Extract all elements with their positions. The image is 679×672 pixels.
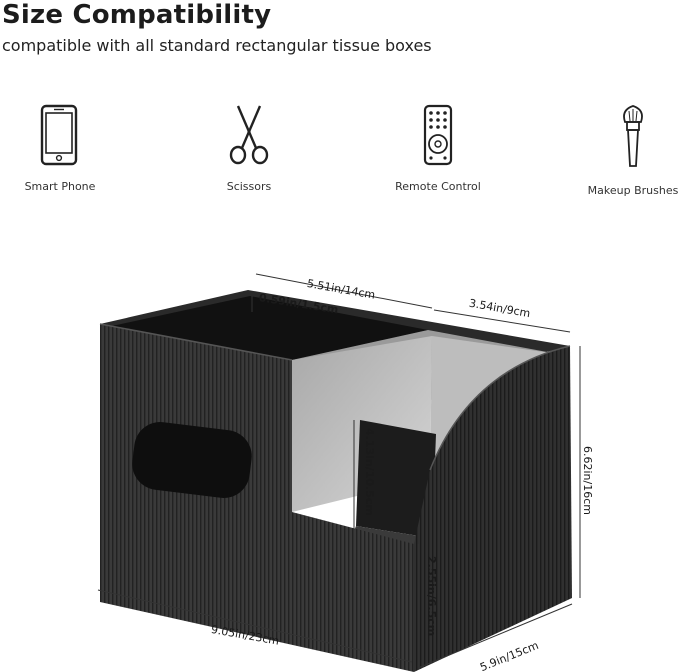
page-title: Size Compatibility: [2, 0, 272, 30]
feature-label: Makeup Brushes: [587, 184, 679, 197]
tissue-box-organizer-diagram: 5.51in/14cm 0.59in/1.5cm 3.54in/9cm 6.62…: [97, 273, 594, 672]
smart-phone-icon: [40, 104, 78, 166]
makeup-brush-icon: [623, 105, 643, 167]
dim-depth: 5.9in/15cm: [478, 639, 540, 672]
feature-scissors: Scissors: [179, 104, 319, 193]
dim-front-height: 2.55in/6.5cm: [425, 556, 438, 636]
remote-control-icon: [423, 104, 453, 166]
feature-label: Scissors: [226, 180, 272, 193]
box-front: [99, 323, 414, 672]
feature-label: Smart Phone: [24, 180, 96, 193]
feature-makeup-brushes: Makeup Brushes: [563, 104, 679, 197]
scissors-icon: [229, 105, 269, 165]
feature-remote-control: Remote Control: [368, 104, 508, 193]
dim-inner-height: 4.13in/10.5cm: [363, 428, 376, 516]
tissue-opening: [132, 422, 252, 498]
box-side: [414, 345, 572, 672]
page-subtitle: compatible with all standard rectangular…: [2, 36, 432, 55]
dim-top-length: 5.51in/14cm: [306, 277, 376, 302]
feature-smart-phone: Smart Phone: [0, 104, 130, 193]
dim-total-height: 6.62in/16cm: [581, 446, 594, 515]
dimension-lines: [97, 273, 581, 669]
feature-label: Remote Control: [395, 180, 481, 193]
